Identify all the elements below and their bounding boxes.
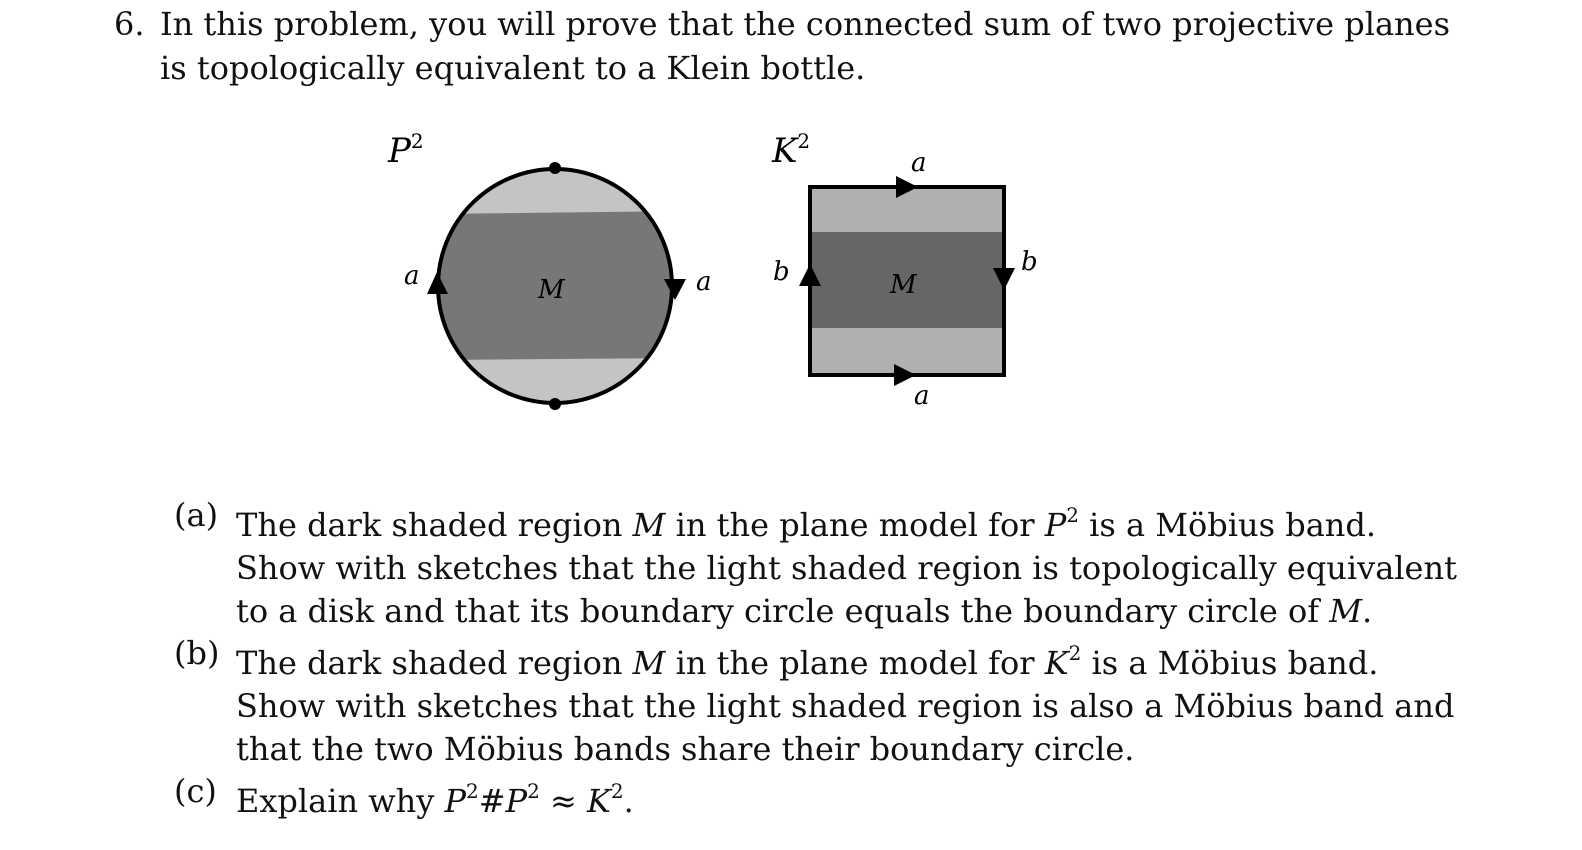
part-a-exp: 2 (1066, 503, 1079, 527)
p2-title-exp: 2 (411, 129, 424, 153)
part-c-var: P (505, 782, 528, 820)
part-c-var: P (444, 782, 466, 820)
part-a-line-2: Show with sketches that the light shaded… (236, 549, 1457, 587)
p2-title: P2 (387, 129, 424, 171)
part-c-body: Explain why P2#P2 ≈ K2. (236, 770, 634, 823)
part-b-var: M (632, 644, 666, 682)
part-b-marker: (b) (174, 634, 220, 672)
part-b-line-3: that the two Möbius bands share their bo… (236, 730, 1135, 768)
part-c-operator: # (478, 782, 506, 820)
k2-title-exp: 2 (797, 129, 810, 153)
k2-bottom-edge-label: a (914, 381, 930, 411)
part-a-var: M (632, 506, 666, 544)
part-c-marker: (c) (174, 772, 217, 810)
p2-right-arrow-down-icon (664, 279, 686, 300)
p2-bottom-vertex (549, 398, 561, 410)
k2-top-arrow-right-icon (896, 176, 918, 198)
problem-statement: In this problem, you will prove that the… (160, 2, 1450, 90)
k2-title: K2 (771, 129, 810, 171)
k2-top-edge-label: a (911, 148, 927, 178)
part-c-text: Explain why (236, 782, 445, 820)
part-a-line-1: The dark shaded region M in the plane mo… (236, 494, 1457, 547)
part-b-line-1: The dark shaded region M in the plane mo… (236, 632, 1454, 685)
p2-left-arrow-up-icon (427, 272, 448, 294)
p2-right-edge-label: a (696, 267, 712, 297)
part-b-space: K (1044, 644, 1069, 682)
projective-plane-figure: P2 a a M (387, 129, 712, 410)
part-b-body: The dark shaded region M in the plane mo… (236, 632, 1454, 771)
p2-region-label: M (537, 275, 566, 305)
problem-number: 6. (114, 5, 145, 43)
part-c-text: . (623, 782, 634, 820)
part-b-text: The dark shaded region (236, 644, 633, 682)
p2-left-edge-label: a (404, 261, 420, 291)
part-c-exp: 2 (527, 779, 540, 803)
k2-dark-region-mobius (810, 232, 1004, 328)
part-a-text: The dark shaded region (236, 506, 633, 544)
part-a-line-3: to a disk and that its boundary circle e… (236, 590, 1457, 633)
plane-model-figures: P2 a a M K2 a a b b M (387, 129, 1038, 411)
k2-left-arrow-up-icon (799, 264, 821, 286)
part-b-text: in the plane model for (665, 644, 1045, 682)
k2-right-edge-label: b (1021, 247, 1038, 277)
part-b-exp: 2 (1068, 641, 1082, 665)
problem-line-2: is topologically equivalent to a Klein b… (160, 49, 866, 87)
klein-bottle-figure: K2 a a b b M (771, 129, 1038, 411)
part-b-line-2: Show with sketches that the light shaded… (236, 687, 1455, 725)
problem-line-1: In this problem, you will prove that the… (160, 5, 1450, 43)
part-a-text: to a disk and that its boundary circle e… (236, 592, 1330, 630)
p2-dark-region-mobius (438, 211, 672, 360)
part-c-relation: ≈ (539, 782, 587, 820)
part-a-var: M (1329, 592, 1363, 630)
part-a-body: The dark shaded region M in the plane mo… (236, 494, 1457, 633)
part-a-text: . (1362, 592, 1373, 630)
p2-top-vertex (549, 162, 561, 174)
part-c-exp: 2 (610, 779, 624, 803)
part-b-text: is a Möbius band. (1081, 644, 1379, 682)
k2-region-label: M (889, 270, 918, 300)
k2-title-base: K (771, 131, 800, 171)
part-c-exp: 2 (466, 779, 479, 803)
part-a-text: is a Möbius band. (1079, 506, 1377, 544)
part-a-space: P (1044, 506, 1067, 544)
k2-bottom-arrow-right-icon (894, 364, 916, 386)
part-a-text: in the plane model for (665, 506, 1045, 544)
k2-left-edge-label: b (773, 257, 790, 287)
k2-right-arrow-down-icon (993, 268, 1015, 290)
part-a-marker: (a) (174, 496, 219, 534)
part-c-line-1: Explain why P2#P2 ≈ K2. (236, 770, 634, 823)
p2-title-base: P (387, 131, 412, 171)
part-c-var: K (586, 782, 611, 820)
